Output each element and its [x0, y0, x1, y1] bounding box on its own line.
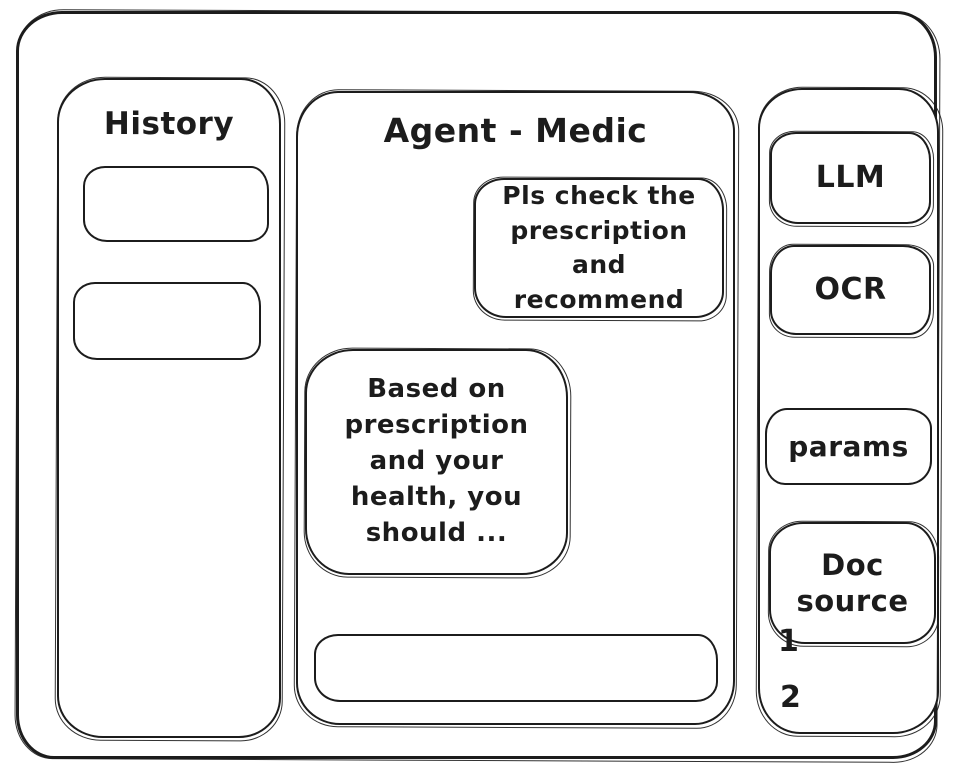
doc-source-button[interactable]: Doc source — [769, 522, 936, 644]
history-title: History — [103, 106, 235, 142]
history-item[interactable] — [73, 282, 261, 360]
message-input[interactable] — [314, 634, 718, 702]
chat-panel: Agent - Medic Pls check the prescription… — [296, 91, 735, 725]
chat-title: Agent - Medic — [383, 111, 648, 150]
assistant-message-bubble: Based on prescription and your health, y… — [305, 349, 568, 575]
app-frame: History Agent - Medic Pls check the pres… — [16, 11, 939, 759]
history-item[interactable] — [83, 166, 269, 242]
tools-sidebar: LLM OCR params Doc source 1 2 — [758, 88, 939, 734]
history-sidebar: History — [57, 78, 281, 738]
params-button[interactable]: params — [765, 408, 932, 485]
doc-source-item[interactable]: 1 — [778, 624, 799, 659]
llm-button[interactable]: LLM — [770, 132, 931, 224]
doc-source-item[interactable]: 2 — [780, 680, 801, 715]
user-message-bubble: Pls check the prescription and recommend — [474, 178, 724, 318]
ocr-button[interactable]: OCR — [770, 245, 931, 335]
